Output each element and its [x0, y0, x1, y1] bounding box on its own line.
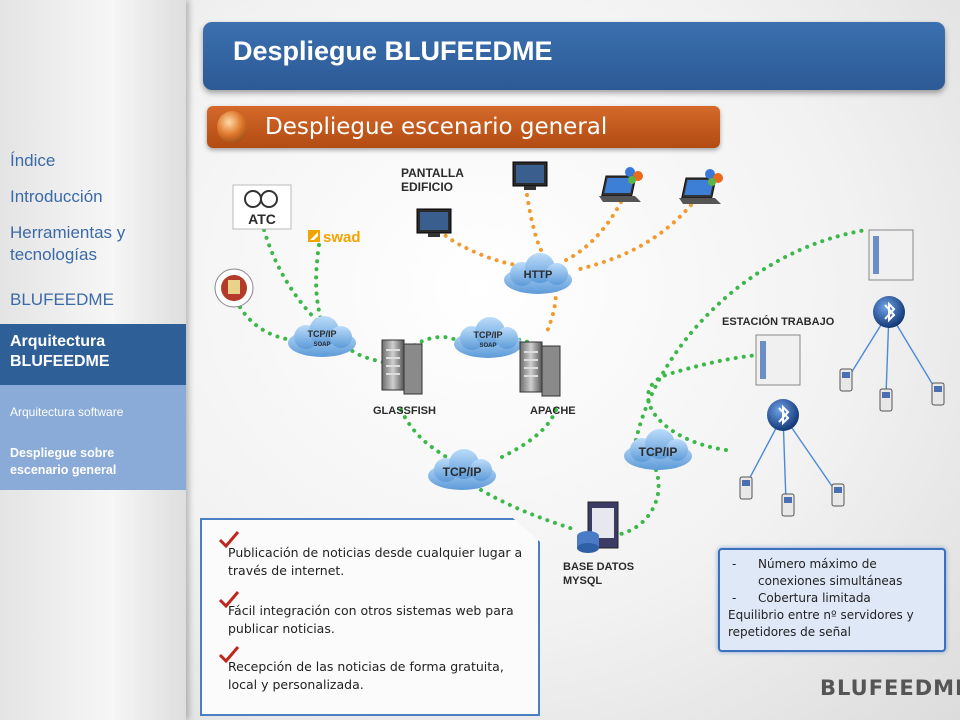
check-icon	[218, 591, 240, 608]
bluetooth-icon	[767, 399, 799, 431]
sidebar-subitem-arquitectura-software[interactable]: Arquitectura software	[10, 405, 124, 419]
sidebar-item-introduccion[interactable]: Introducción	[10, 187, 103, 206]
svg-text:TCP/IP: TCP/IP	[307, 329, 336, 339]
database-label-1: BASE DATOS	[563, 561, 634, 573]
orange-links	[438, 193, 693, 337]
svg-text:TCP/IP: TCP/IP	[443, 465, 482, 479]
check-icon	[218, 531, 240, 548]
phone-icon	[879, 388, 893, 412]
atc-logo: ATC	[232, 184, 292, 230]
sidebar-item-arquitectura-active[interactable]: Arquitectura BLUFEEDME	[0, 324, 186, 385]
phone-icon	[839, 368, 853, 392]
network-diagram: ATC swad PANTALLA EDIFICIO HTTP TCP/IP S…	[214, 161, 945, 587]
pantalla-label-1: PANTALLA	[401, 166, 464, 180]
advantage-item-1: Publicación de noticias desde cualquier …	[228, 545, 523, 578]
sidebar: Índice Introducción Herramientas y tecno…	[0, 0, 186, 720]
sidebar-item-herramientas[interactable]: Herramientas y tecnologías	[10, 223, 126, 264]
pantalla-label-2: EDIFICIO	[401, 180, 453, 194]
apache-server-icon	[519, 341, 561, 397]
atc-label: ATC	[248, 211, 276, 227]
orange-bullet-icon	[217, 111, 247, 143]
phone-icon	[781, 493, 795, 517]
university-seal-icon	[214, 268, 254, 308]
swad-label: swad	[323, 229, 361, 246]
database-label-2: MYSQL	[563, 575, 602, 587]
advantage-item-2: Fácil integración con otros sistemas web…	[228, 603, 514, 636]
http-cloud: HTTP	[504, 253, 572, 294]
glassfish-server-icon	[381, 339, 423, 395]
swad-logo: swad	[308, 229, 361, 246]
tcpip-cloud-2: TCP/IP	[624, 429, 692, 470]
browser-icons-2	[705, 169, 723, 186]
building-screen-icon	[416, 208, 452, 238]
workstation-access-point-icon	[755, 334, 801, 386]
phone-icon	[931, 382, 945, 406]
workstation-label: ESTACIÓN TRABAJO	[722, 315, 835, 328]
section-heading-bar: Despliegue escenario general	[207, 106, 720, 148]
browser-icons-1	[625, 167, 643, 184]
phone-icon	[831, 483, 845, 507]
tcpip-soap-cloud-1: TCP/IP SOAP	[288, 316, 356, 357]
bluetooth-icon	[873, 296, 905, 328]
page-title: Despliegue BLUFEEDME	[233, 36, 553, 66]
tcpip-soap-cloud-2: TCP/IP SOAP	[454, 317, 522, 358]
limitations-box: -Número máximo de conexiones simultáneas…	[718, 548, 946, 652]
svg-text:SOAP: SOAP	[313, 342, 330, 348]
access-point-icon	[868, 229, 914, 281]
sidebar-subitem-despliegue[interactable]: Despliegue sobre escenario general	[10, 446, 117, 477]
brand-logo-text: BLUFEEDME	[820, 676, 960, 700]
apache-label: APACHE	[530, 405, 576, 417]
check-icon	[218, 646, 240, 663]
limitation-footer: Equilibrio entre nº servidores y repetid…	[728, 608, 914, 639]
limitation-item-1: -Número máximo de conexiones simultáneas	[732, 557, 903, 588]
sidebar-item-indice[interactable]: Índice	[10, 151, 56, 170]
section-heading: Despliegue escenario general	[265, 114, 608, 140]
phone-icon	[739, 476, 753, 500]
http-label: HTTP	[524, 269, 553, 281]
svg-text:SOAP: SOAP	[479, 343, 496, 349]
advantage-item-3: Recepción de las noticias de forma gratu…	[228, 659, 504, 692]
monitor-icon	[512, 161, 548, 191]
sidebar-subnav: Arquitectura software Despliegue sobre e…	[0, 385, 186, 490]
title-bar: Despliegue BLUFEEDME	[203, 22, 945, 90]
svg-text:TCP/IP: TCP/IP	[639, 445, 678, 459]
limitation-item-2: -Cobertura limitada	[732, 591, 871, 605]
svg-text:TCP/IP: TCP/IP	[473, 330, 502, 340]
advantages-box: Publicación de noticias desde cualquier …	[200, 518, 540, 716]
tcpip-cloud-1: TCP/IP	[428, 449, 496, 490]
glassfish-label: GLASSFISH	[373, 405, 436, 417]
database-server-icon	[577, 501, 619, 553]
sidebar-item-blufeedme[interactable]: BLUFEEDME	[10, 290, 114, 309]
